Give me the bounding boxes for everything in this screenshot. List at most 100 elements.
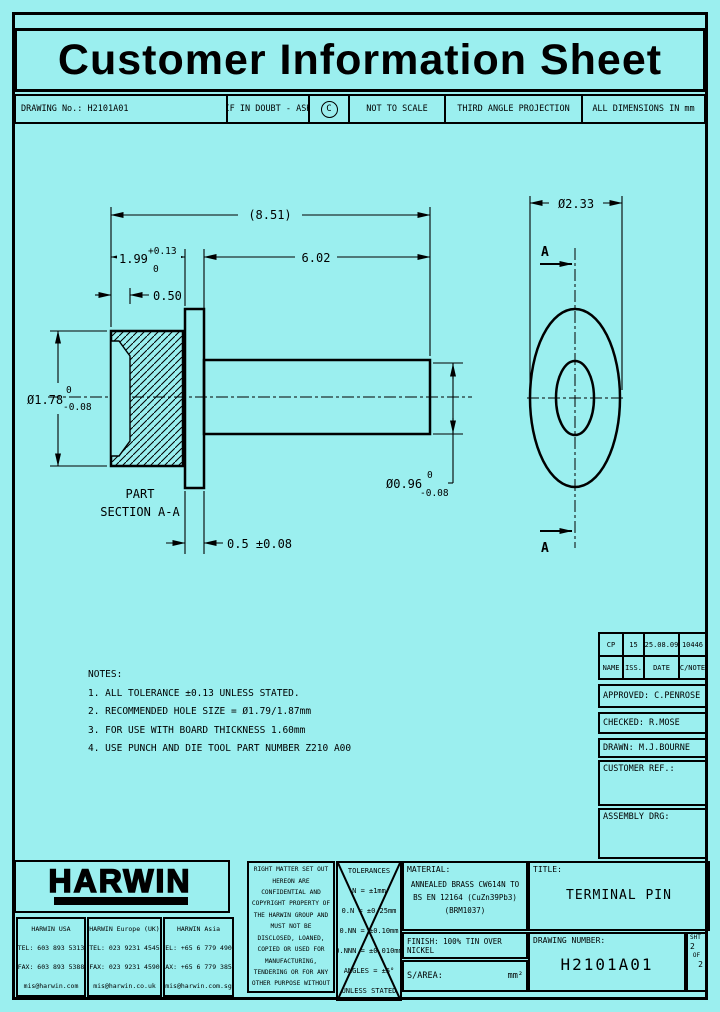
sarea-label: S/AREA: (407, 971, 443, 981)
dim-collar-length: 1.99 (119, 252, 148, 266)
office-email: mis@harwin.com (23, 981, 79, 990)
tolerance-line: 0.NNN = ±0.010mm (336, 947, 402, 955)
dim-overall-length: (8.51) (248, 208, 291, 222)
material-line: ANNEALED BRASS CW614N TO (410, 880, 520, 889)
notes-block: NOTES: 1. ALL TOLERANCE ±0.13 UNLESS STA… (88, 666, 351, 759)
tolerances-heading: TOLERANCES (347, 867, 391, 875)
title-banner: Customer Information Sheet (14, 28, 706, 92)
section-arrow-top-label: A (541, 245, 549, 260)
office-email: mis@harwin.co.uk (93, 981, 156, 990)
not-to-scale-cell: NOT TO SCALE (350, 96, 446, 122)
office-fax: FAX: 603 893 5388 (17, 962, 85, 971)
material-box: MATERIAL: ANNEALED BRASS CW614N TO BS EN… (402, 861, 528, 931)
checked-text: CHECKED: R.MOSE (603, 718, 680, 728)
technical-drawing: (8.51) 1.99 +0.13 0 6.02 0.50 Ø1.78 0 -0… (27, 196, 623, 556)
dim-collar-length-tol-lower: 0 (153, 264, 159, 275)
dim-collar-length-tol-upper: +0.13 (148, 246, 177, 257)
collar-bore-profile (110, 340, 131, 457)
dimensions-unit-cell: ALL DIMENSIONS IN mm (592, 104, 695, 114)
assembly-drg-box: ASSEMBLY DRG: (598, 808, 707, 859)
dim-shaft-dia: Ø0.96 (386, 477, 422, 491)
logo-box: HARWIN (14, 860, 230, 913)
note-line: 3. FOR USE WITH BOARD THICKNESS 1.60mm (88, 724, 306, 736)
revision-row: CP 15 25.08.09 10446 (600, 634, 705, 655)
office-fax: FAX: 023 9231 4590 (89, 962, 160, 971)
finish-text: FINISH: 100% TIN OVER NICKEL (407, 936, 502, 955)
rev-issue: 15 (624, 634, 645, 655)
office-name: HARWIN Europe (UK) (89, 924, 160, 933)
revision-header-row: NAME ISS. DATE C/NOTE (600, 655, 705, 678)
note-line: 1. ALL TOLERANCE ±0.13 UNLESS STATED. (88, 687, 300, 699)
dim-shaft-length: 6.02 (302, 251, 331, 265)
dim-chamfer: 0.50 (153, 289, 182, 303)
sheet-sht: SHT (690, 934, 701, 941)
sheet-of: OF (692, 952, 701, 959)
shaft-outline (202, 358, 432, 436)
harwin-logo-text: HARWIN (49, 863, 192, 899)
office-email: mis@harwin.com.sg (165, 981, 232, 990)
rev-header-issue: ISS. (624, 657, 645, 678)
section-label-aa: SECTION A-A (100, 505, 180, 519)
dim-flange-thickness: 0.5 ±0.08 (227, 537, 292, 551)
projection-cell: THIRD ANGLE PROJECTION (446, 96, 583, 122)
material-line: (BRM1037) (444, 906, 486, 915)
office-tel: TEL: +65 6 779 4909 (163, 943, 234, 952)
checked-box: CHECKED: R.MOSE (598, 712, 707, 734)
rev-header-date: DATE (645, 657, 680, 678)
dim-text-mask (295, 246, 337, 267)
dim-shaft-dia-tol-upper: 0 (427, 470, 433, 481)
office-name: HARWIN USA (31, 924, 71, 933)
drawing-number-label: DRAWING NUMBER: (533, 936, 606, 945)
note-line: 4. USE PUNCH AND DIE TOOL PART NUMBER Z2… (88, 743, 352, 754)
title-label: TITLE: (533, 865, 562, 874)
sheet-num: 2 (690, 942, 695, 951)
office-europe: HARWIN Europe (UK) TEL: 023 9231 4545 FA… (87, 917, 162, 997)
rev-cnote: 10446 (681, 640, 704, 649)
material-line: BS EN 12164 (CuZn39Pb3) (413, 893, 517, 902)
office-name: HARWIN Asia (176, 924, 221, 933)
copyright-cell: C (310, 96, 350, 122)
dim-collar-dia-tol-lower: -0.08 (63, 402, 92, 413)
office-tel: TEL: 603 893 5313 (17, 943, 85, 952)
dim-text-mask (117, 243, 181, 271)
customer-ref-box: CUSTOMER REF.: (598, 760, 707, 806)
sheet-box: SHT 2 OF 2 (686, 932, 707, 992)
rev-name: CP (600, 634, 624, 655)
dim-flange-dia: Ø2.33 (558, 197, 594, 211)
harwin-logo: HARWIN (48, 862, 192, 905)
section-arrow-bottom-label: A (541, 541, 549, 556)
drawing-number-box: DRAWING NUMBER: H2101A01 (528, 932, 686, 992)
sarea-box: S/AREA: mm² (402, 960, 528, 992)
sheet-total: 2 (698, 960, 703, 969)
section-label-part: PART (126, 487, 155, 501)
drawing-number-value: H2101A01 (560, 954, 654, 974)
copyright-icon: C (320, 100, 338, 118)
office-asia: HARWIN Asia TEL: +65 6 779 4909 FAX: +65… (163, 917, 234, 997)
tolerance-line: N = ±1mm (352, 887, 386, 895)
drawn-text: DRAWN: M.J.BOURNE (603, 743, 690, 753)
tolerances-box: TOLERANCES N = ±1mm 0.N = ±0.25mm 0.NN =… (336, 861, 402, 1001)
office-usa: HARWIN USA TEL: 603 893 5313 FAX: 603 89… (16, 917, 86, 997)
drawing-no-cell: DRAWING No.: H2101A01 (16, 96, 228, 122)
customer-ref-label: CUSTOMER REF.: (603, 764, 675, 774)
if-in-doubt-cell: IF IN DOUBT - ASK (228, 96, 310, 122)
shaft-end-view-inner (554, 359, 596, 437)
approved-box: APPROVED: C.PENROSE (598, 684, 707, 708)
flange-outline (183, 307, 206, 490)
finish-box: FINISH: 100% TIN OVER NICKEL (402, 932, 528, 959)
dim-shaft-dia-tol-lower: -0.08 (420, 488, 449, 499)
title-box: TITLE: TERMINAL PIN (528, 861, 710, 931)
office-tel: TEL: 023 9231 4545 (89, 943, 160, 952)
drawn-box: DRAWN: M.J.BOURNE (598, 738, 707, 758)
dim-collar-dia-tol-upper: 0 (66, 385, 72, 396)
rev-header-name: NAME (600, 657, 624, 678)
page-title: Customer Information Sheet (57, 35, 663, 84)
border-frame (12, 12, 708, 1000)
header-strip: DRAWING No.: H2101A01 IF IN DOUBT - ASK … (14, 94, 706, 124)
rev-date: 25.08.09 (645, 634, 680, 655)
legal-text: THIS DRAWING AND ANY INFORMATION OR DESI… (251, 866, 331, 988)
tolerance-line: 0.N = ±0.25mm (341, 907, 397, 915)
tolerance-line: ANGLES = ±5° (343, 967, 395, 975)
office-fax: FAX: +65 6 779 3858 (163, 962, 234, 971)
